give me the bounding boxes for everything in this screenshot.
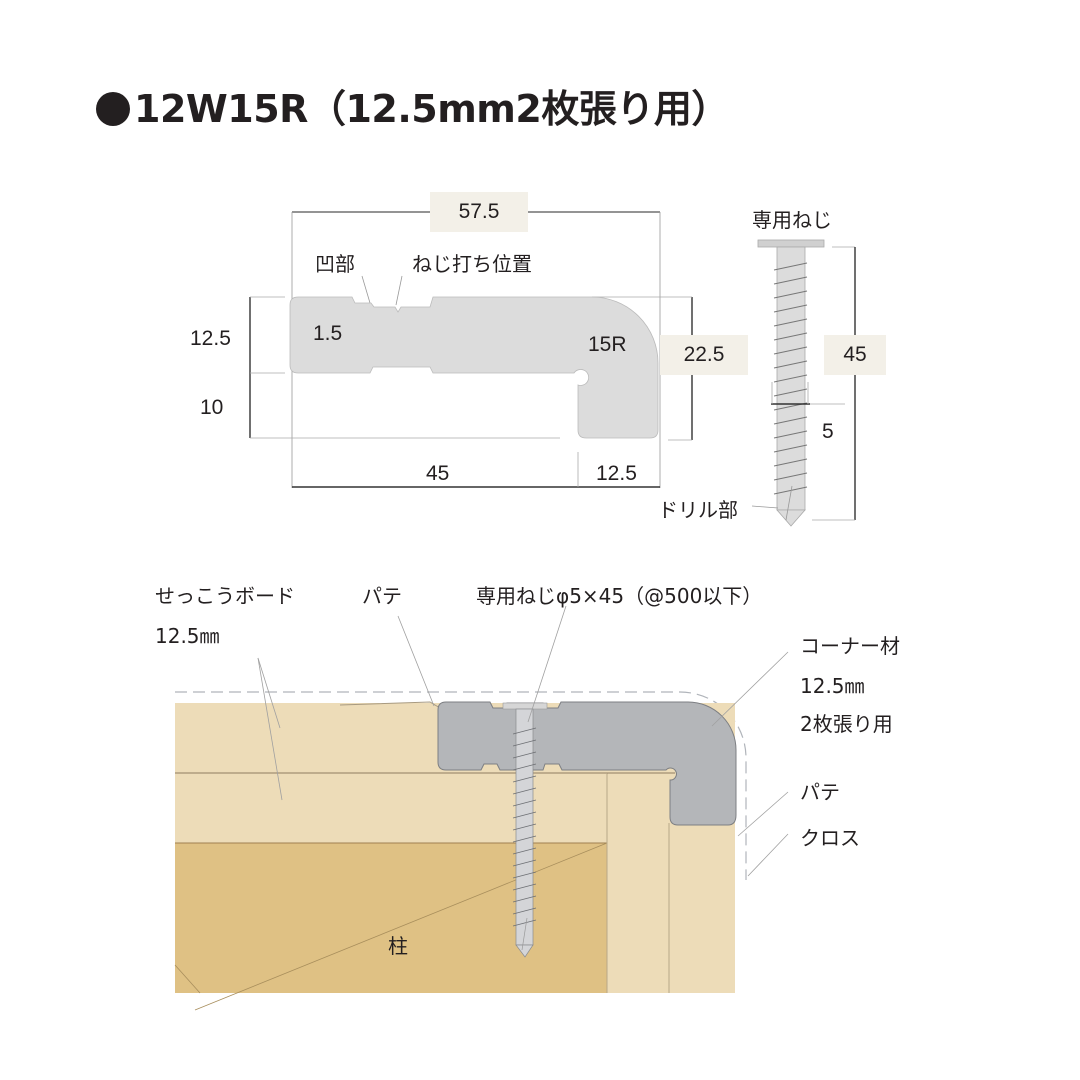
overall-width-tag: 57.5 bbox=[430, 192, 528, 232]
drill-label: ドリル部 bbox=[658, 498, 738, 522]
screw-position-label: ねじ打ち位置 bbox=[412, 252, 532, 276]
lower-height-value: 10 bbox=[200, 396, 224, 419]
screw-length-tag: 45 bbox=[824, 335, 886, 375]
leg-width-value: 12.5 bbox=[596, 462, 637, 485]
total-height-value: 22.5 bbox=[683, 343, 725, 366]
screw-spec-label: 専用ねじφ5×45（@500以下） bbox=[476, 584, 763, 608]
corner-usage-label: 2枚張り用 bbox=[800, 712, 893, 736]
bullet-icon bbox=[96, 92, 130, 126]
installation-drawing bbox=[174, 605, 789, 1011]
pillar-label: 柱 bbox=[388, 934, 408, 958]
drill-length-value: 5 bbox=[822, 420, 834, 443]
corner-thickness-label: 12.5㎜ bbox=[800, 674, 865, 698]
recess-label: 凹部 bbox=[315, 252, 355, 276]
gypsum-thickness-label: 12.5㎜ bbox=[155, 624, 220, 648]
cloth-label: クロス bbox=[800, 826, 860, 850]
base-width-value: 45 bbox=[426, 462, 450, 485]
putty-top-label: パテ bbox=[362, 584, 402, 608]
upper-height-value: 12.5 bbox=[190, 327, 231, 350]
overall-width-value: 57.5 bbox=[458, 200, 500, 223]
screw-drawing bbox=[751, 239, 856, 527]
installed-corner-shape bbox=[437, 701, 737, 826]
radius-value: 15R bbox=[588, 333, 627, 356]
total-height-tag: 22.5 bbox=[660, 335, 748, 375]
corner-material-label: コーナー材 bbox=[800, 634, 900, 658]
screw-length-value: 45 bbox=[843, 343, 867, 366]
recess-depth-value: 1.5 bbox=[313, 322, 343, 345]
gypsum-board-label: せっこうボード bbox=[155, 584, 295, 608]
corner-profile-shape bbox=[289, 296, 659, 439]
page-title: 12W15R（12.5mm2枚張り用） bbox=[96, 78, 729, 133]
screw-label: 専用ねじ bbox=[752, 208, 832, 232]
putty-side-label: パテ bbox=[800, 780, 840, 804]
title-text: 12W15R（12.5mm2枚張り用） bbox=[134, 87, 729, 131]
